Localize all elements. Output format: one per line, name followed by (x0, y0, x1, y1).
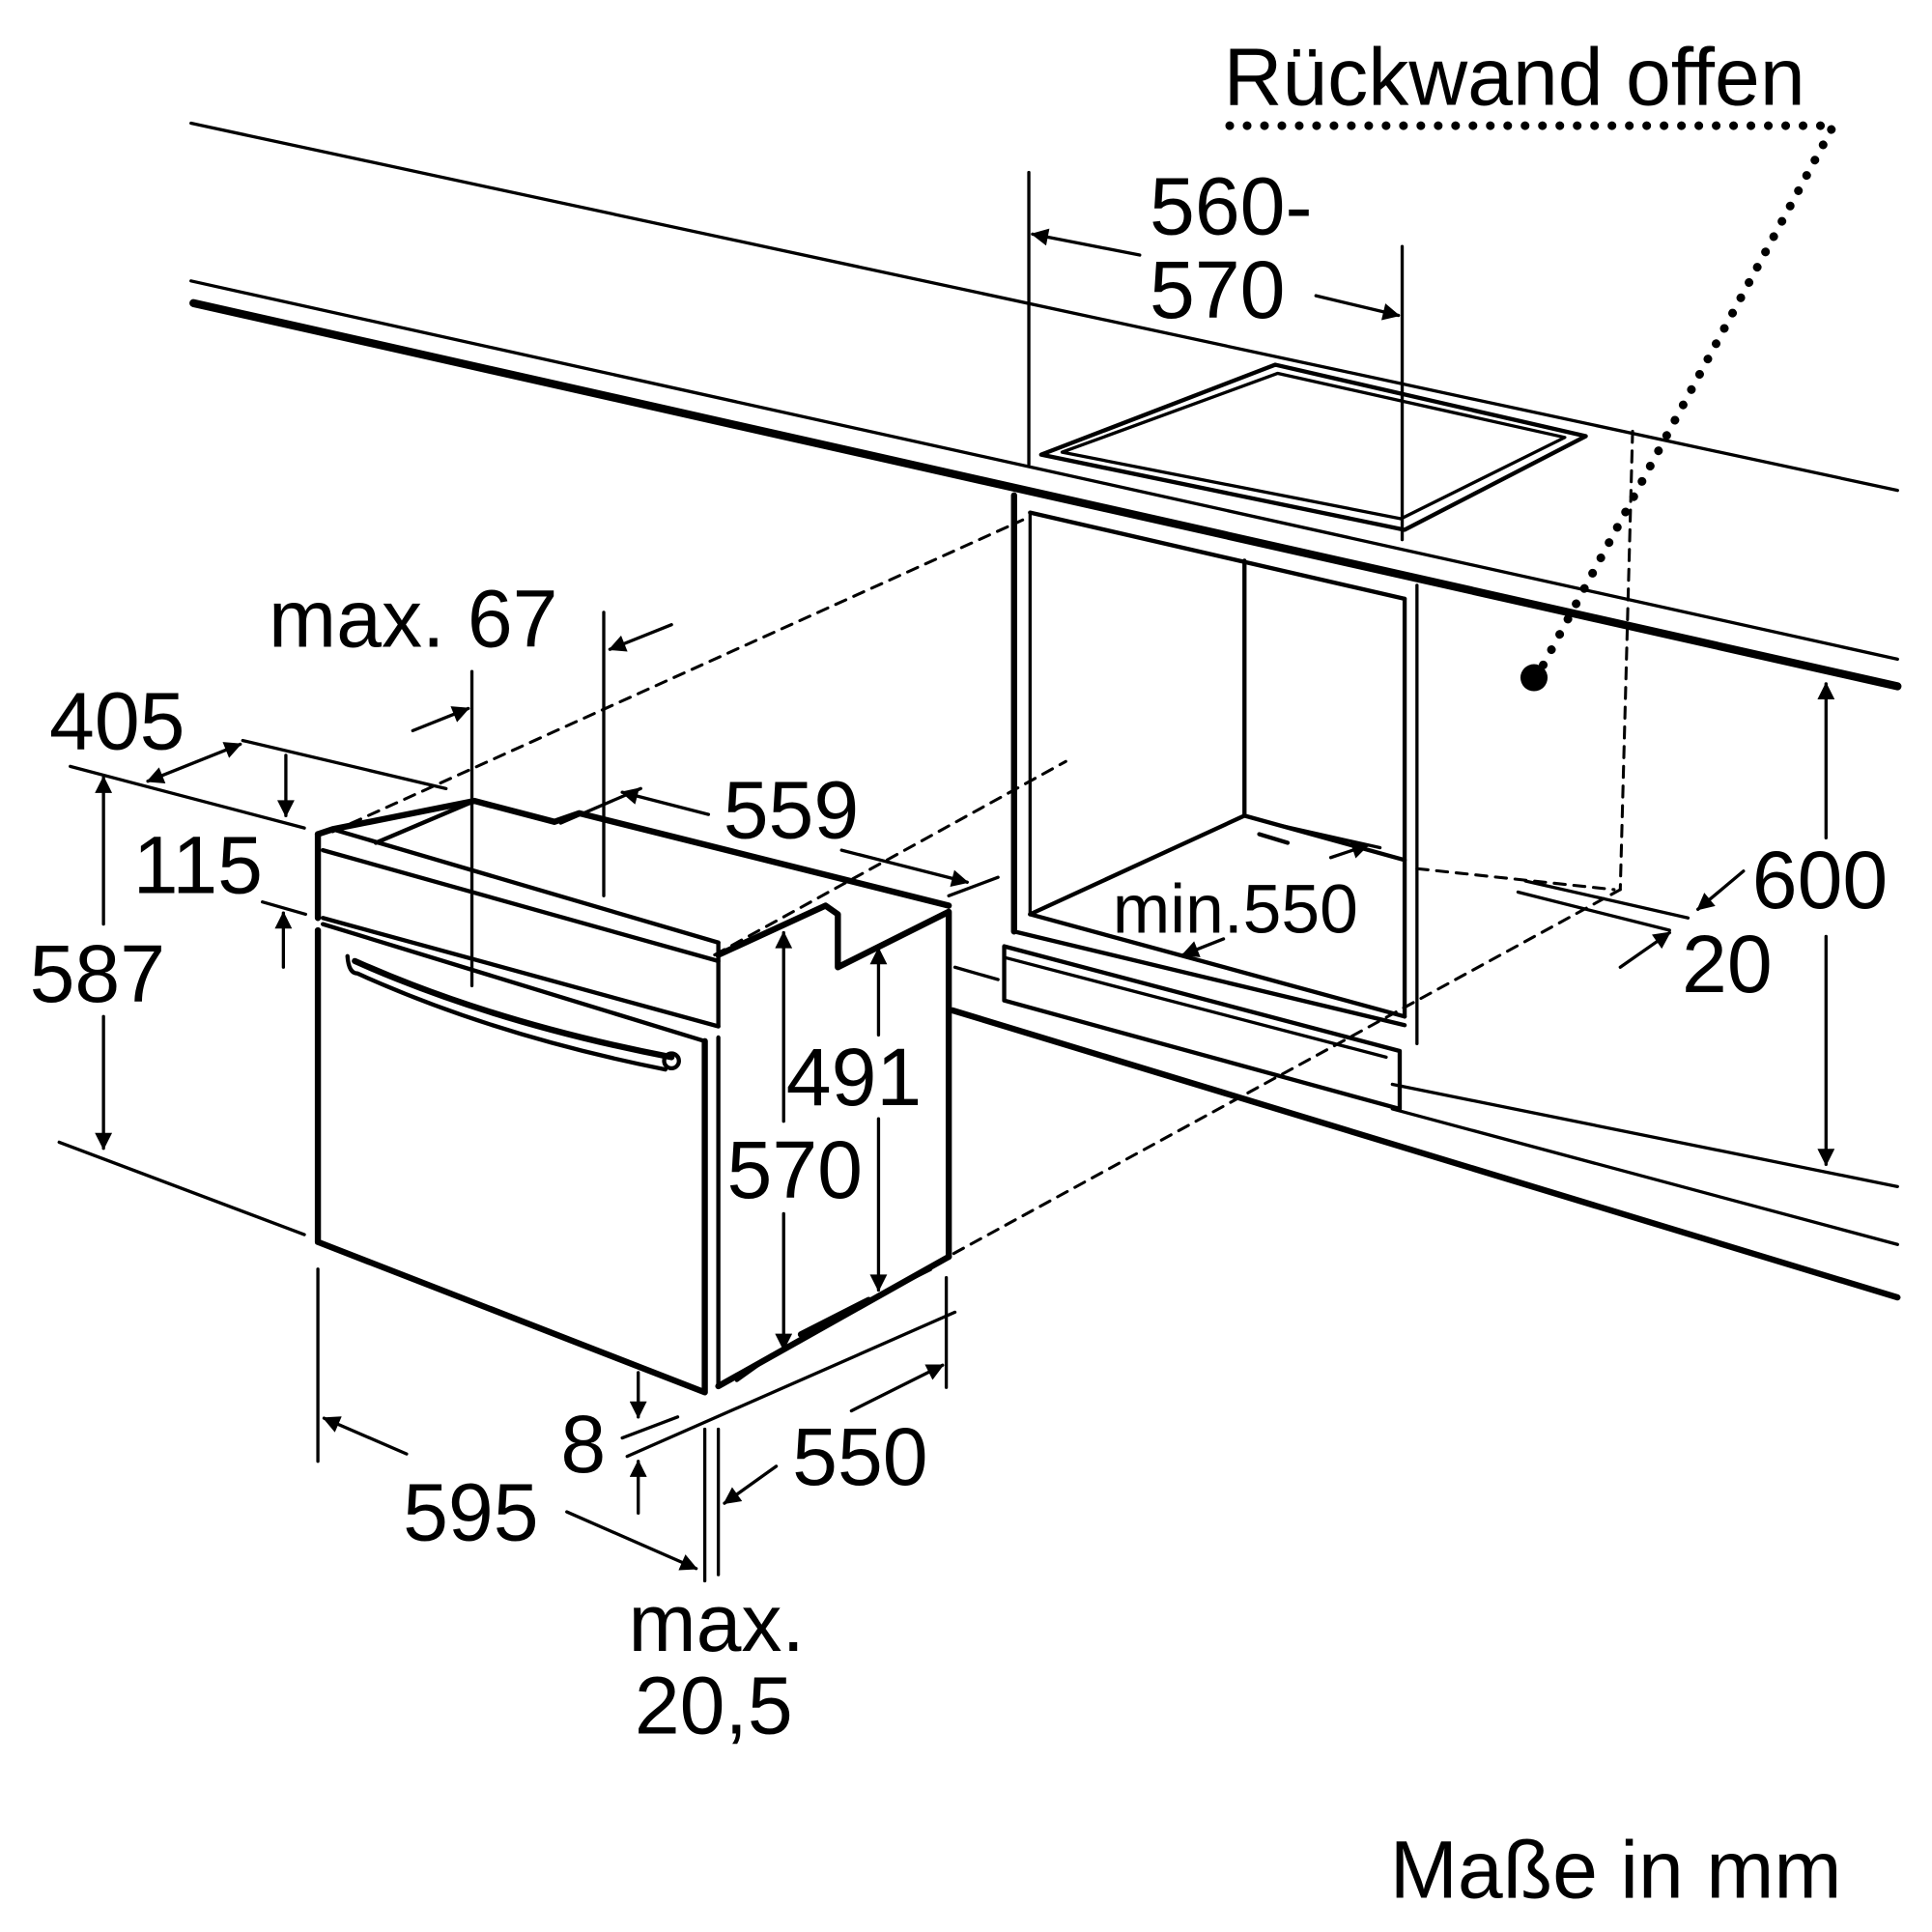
worktop-lines (189, 121, 1902, 691)
rear-wall-leader (1225, 121, 1838, 692)
max-67-label: max. 67 (269, 574, 557, 665)
dim-405-label: 405 (49, 676, 185, 767)
dim-550-label: 550 (792, 1411, 927, 1502)
oven (314, 797, 952, 1396)
dimension-lines (57, 228, 1835, 1583)
max-20-5-label-line2: 20,5 (635, 1661, 793, 1751)
cabinet-niche (1002, 492, 1419, 1112)
min-550-label: min.550 (1113, 871, 1358, 949)
hob (1027, 170, 1588, 542)
cutout-width-label-line1: 560- (1150, 160, 1312, 251)
floor-lines (949, 965, 1901, 1301)
max-20-5-label-line1: max. (629, 1577, 805, 1668)
hidden-lines (330, 429, 1634, 1264)
dim-587-label: 587 (30, 928, 165, 1019)
dim-559-label: 559 (724, 764, 859, 855)
rear-wall-open-label: Rückwand offen (1224, 31, 1805, 122)
dim-115-label: 115 (133, 820, 263, 911)
dim-8-label: 8 (560, 1399, 606, 1490)
dim-600-label: 600 (1752, 835, 1888, 925)
dim-20-label: 20 (1682, 919, 1773, 1009)
dim-570-label: 570 (727, 1124, 863, 1215)
dim-595-label: 595 (403, 1466, 538, 1557)
dim-491-label: 491 (786, 1032, 922, 1122)
labels: Rückwand offen 560- 570 max. 67 405 115 … (30, 31, 1889, 1915)
units-note: Maße in mm (1390, 1824, 1842, 1915)
cutout-width-label-line2: 570 (1150, 244, 1285, 335)
